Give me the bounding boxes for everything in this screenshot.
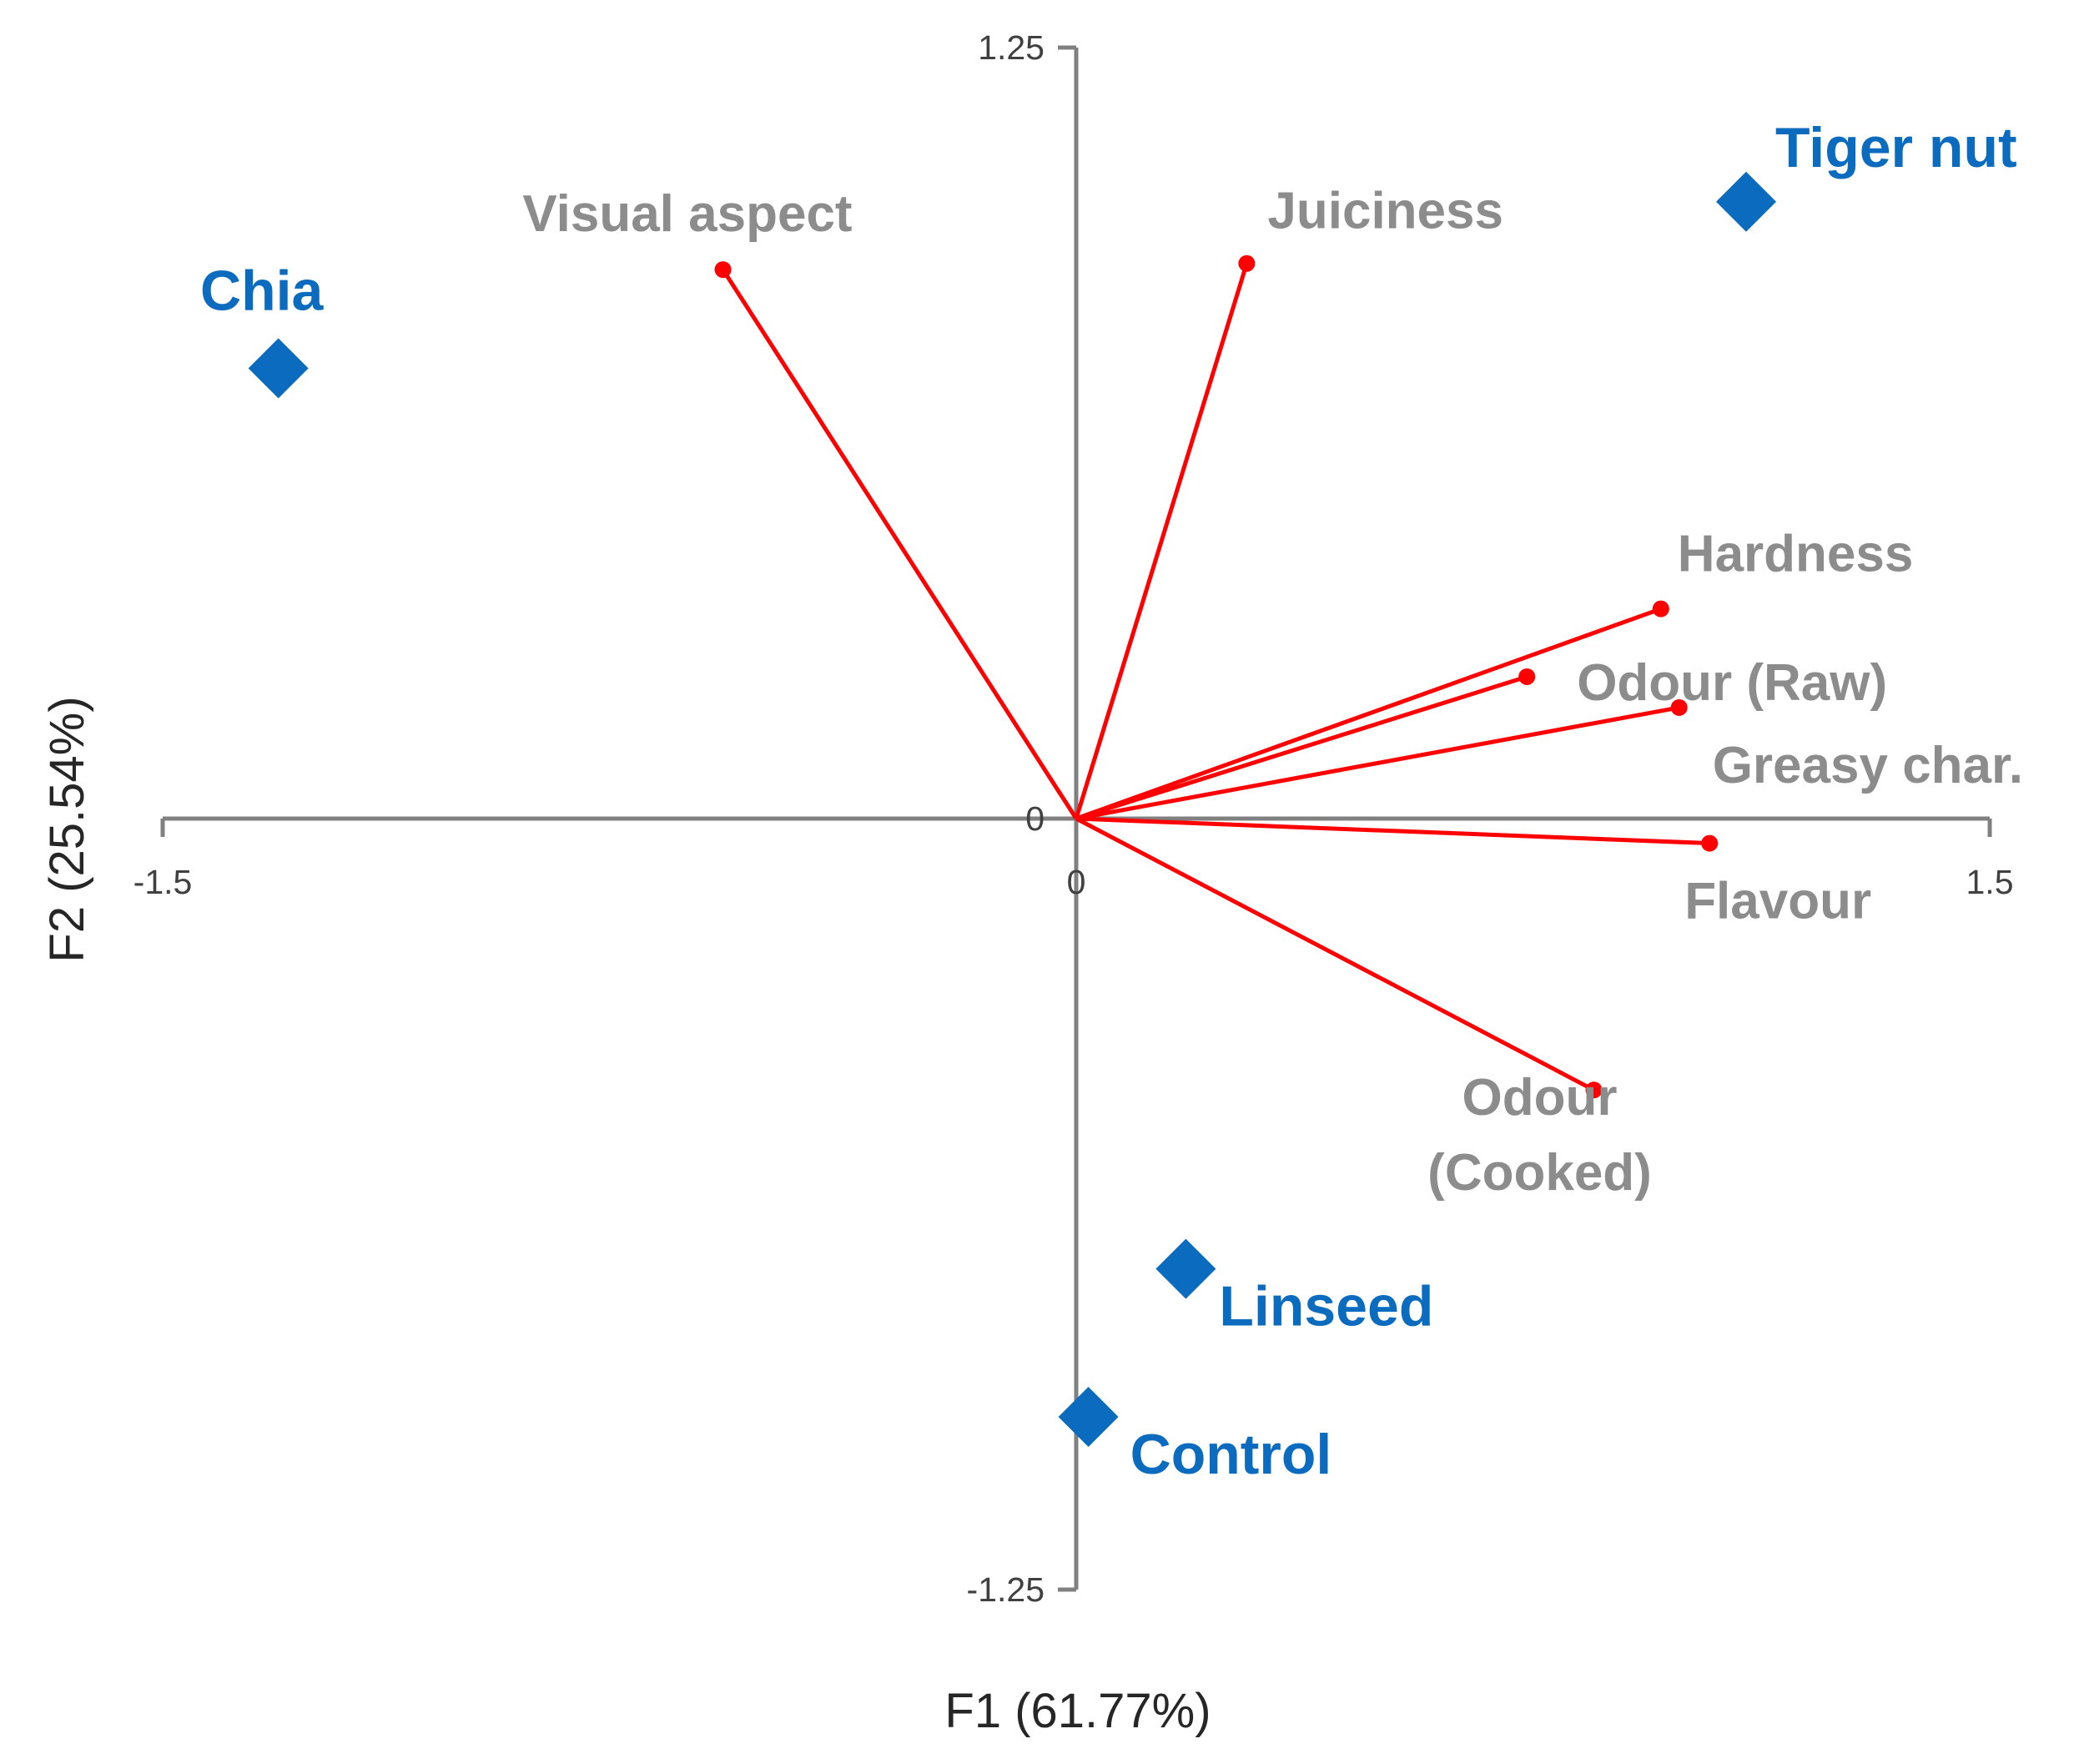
vector-endpoint-2 <box>1652 600 1669 617</box>
observation-marker-1 <box>1716 171 1776 232</box>
x-tick-label-2: 1.5 <box>1966 863 2014 901</box>
observation-label-1: Tiger nut <box>1775 116 2017 179</box>
vector-line-4 <box>1075 705 1680 821</box>
variable-label-6-line-1: (Cooked) <box>1427 1144 1652 1202</box>
vector-endpoint-6 <box>1585 1081 1603 1099</box>
tick-marks <box>160 45 1992 1592</box>
tick-labels: -1.5 0 1.5 1.25 0 -1.25 <box>133 28 2014 1609</box>
y-tick-label-1: 0 <box>1025 799 1045 838</box>
variable-label-2: Hardness <box>1678 526 1914 583</box>
variable-label-4: Greasy char. <box>1713 737 2023 794</box>
vector-endpoint-3 <box>1518 668 1536 685</box>
vector-line-5 <box>1075 816 1710 846</box>
y-tick-label-2: -1.25 <box>967 1570 1045 1609</box>
vector-endpoint-5 <box>1701 834 1719 852</box>
vector-line-3 <box>1075 674 1528 821</box>
observation-marker-3 <box>1058 1387 1119 1448</box>
x-tick-label-1: 0 <box>1067 863 1086 901</box>
vector-line-2 <box>1075 607 1662 821</box>
y-axis-title: F2 (25.54%) <box>40 696 94 962</box>
x-tick-label-0: -1.5 <box>133 863 193 901</box>
observation-marker-0 <box>248 338 309 399</box>
vector-endpoint-0 <box>714 261 732 279</box>
vector-line-0 <box>721 268 1079 820</box>
y-tick-label-0: 1.25 <box>978 28 1045 67</box>
observation-label-2: Linseed <box>1219 1275 1433 1338</box>
variable-label-3: Odour (Raw) <box>1577 654 1887 712</box>
variable-label-0: Visual aspect <box>522 185 852 243</box>
variable-label-6-line-0: Odour <box>1462 1069 1618 1126</box>
vector-endpoint-4 <box>1670 698 1688 716</box>
observation-marker-2 <box>1155 1238 1216 1299</box>
axis-titles: F1 (61.77%) F2 (25.54%) <box>40 696 1211 1738</box>
variable-label-5: Flavour <box>1684 873 1871 930</box>
vector-line-1 <box>1074 262 1249 819</box>
vector-line-6 <box>1075 816 1595 1092</box>
variable-label-1: Juiciness <box>1267 183 1503 240</box>
x-axis-title: F1 (61.77%) <box>944 1684 1211 1738</box>
vector-endpoint-1 <box>1238 255 1256 272</box>
observation-label-0: Chia <box>200 259 325 322</box>
observation-label-3: Control <box>1130 1423 1332 1486</box>
